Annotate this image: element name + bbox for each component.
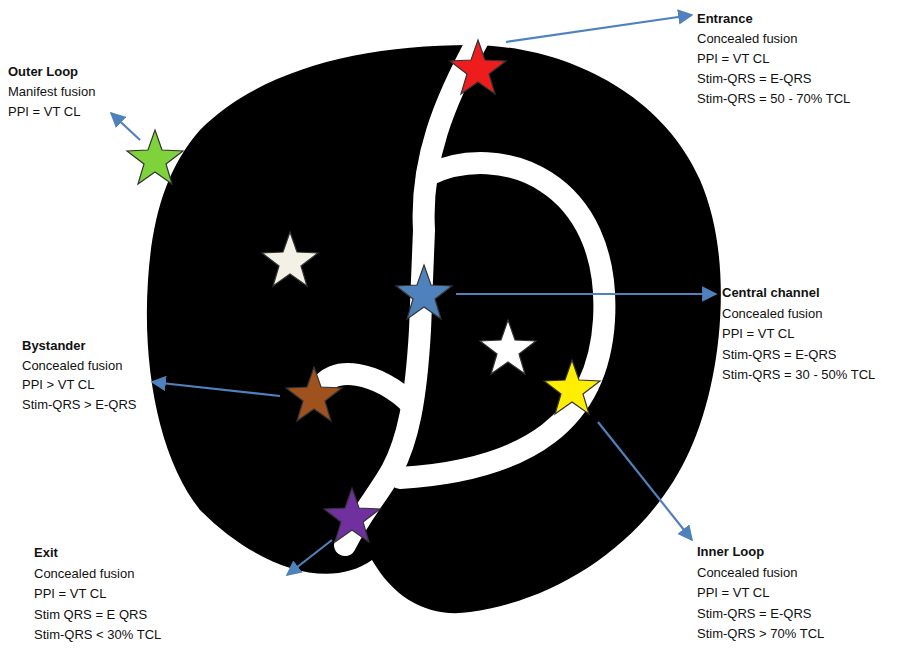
stim-qrs-note: Stim-QRS > 70% TCL <box>697 626 824 642</box>
isthmus-channels <box>318 40 604 545</box>
site-heading: Bystander <box>22 338 86 354</box>
ppi-note: PPI > VT CL <box>22 377 94 393</box>
fusion-note: Concealed fusion <box>697 31 797 47</box>
site-heading: Entrance <box>697 11 753 27</box>
fusion-note: Concealed fusion <box>697 565 797 581</box>
ppi-note: PPI = VT CL <box>34 586 106 602</box>
ppi-note: PPI = VT CL <box>697 585 769 601</box>
fusion-note: Concealed fusion <box>22 358 122 374</box>
leader-arrows <box>111 15 716 575</box>
pacing-sites <box>127 40 600 542</box>
stim-qrs-note: Stim-QRS = E-QRS <box>697 606 812 622</box>
site-heading: Outer Loop <box>8 64 78 80</box>
fusion-note: Concealed fusion <box>34 566 134 582</box>
ppi-note: PPI = VT CL <box>722 326 794 342</box>
site-heading: Inner Loop <box>697 544 764 560</box>
fusion-note: Concealed fusion <box>722 306 822 322</box>
ppi-note: PPI = VT CL <box>8 104 80 120</box>
stim-qrs-note: Stim-QRS = E-QRS <box>722 347 837 363</box>
stim-qrs-note: Stim-QRS < 30% TCL <box>34 627 161 643</box>
ppi-note: PPI = VT CL <box>697 51 769 67</box>
stim-qrs-note: Stim-QRS > E-QRS <box>22 397 137 413</box>
site-heading: Central channel <box>722 285 820 301</box>
stim-qrs-note: Stim QRS = E QRS <box>34 607 147 623</box>
stim-qrs-note: Stim-QRS = 50 - 70% TCL <box>697 91 850 107</box>
site-heading: Exit <box>34 545 58 561</box>
stim-qrs-note: Stim-QRS = E-QRS <box>697 71 812 87</box>
stim-qrs-note: Stim-QRS = 30 - 50% TCL <box>722 367 875 383</box>
fusion-note: Manifest fusion <box>8 84 95 100</box>
